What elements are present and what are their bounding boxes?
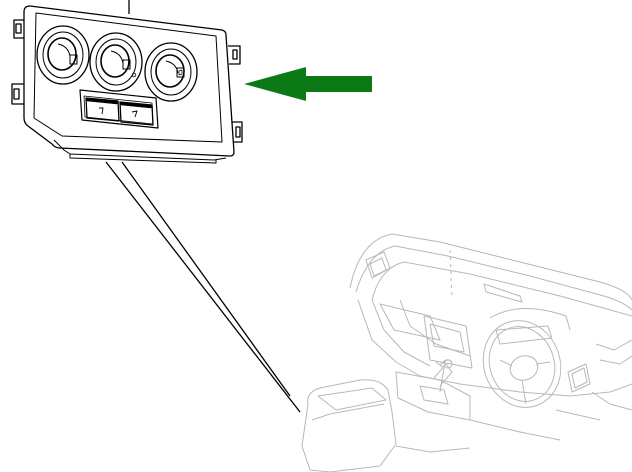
tab-slot [232,49,238,60]
fan-speed-knob [89,32,143,92]
dash-lower-face [357,299,632,397]
floor-tunnel [469,419,561,441]
recirculation-button [85,97,120,122]
ac-button [119,101,154,126]
button-bezel [79,89,159,129]
panel-bezel-inner [33,12,223,143]
tab-slot [13,88,20,100]
center-armrest [301,379,397,472]
arrow-left-icon [244,67,372,101]
dash-top-surface [349,233,632,301]
right-air-vent [567,363,591,393]
gear-shifter [433,359,453,387]
center-vent-strip [483,283,523,303]
callout-leader-lines [105,161,301,413]
air-distribution-knob [144,42,198,102]
temperature-knob [36,25,90,85]
tab-slot [235,126,241,138]
mounting-tab-right-lower [232,121,243,143]
climate-control-panel [11,0,243,164]
steering-wheel [482,320,562,408]
dash-right-end [595,339,632,351]
mounting-tab-right-upper [228,45,241,65]
panel-bezel [23,5,235,157]
dashboard-overview [301,233,632,472]
center-console [395,315,473,421]
instrument-cluster-hood [489,308,571,331]
mounting-tab-left-upper [13,19,24,39]
panel-bottom-lip [69,154,217,164]
tab-slot [15,23,22,34]
glovebox [379,303,441,341]
left-air-vent [365,251,391,279]
mounting-tab-left-lower [11,83,24,105]
